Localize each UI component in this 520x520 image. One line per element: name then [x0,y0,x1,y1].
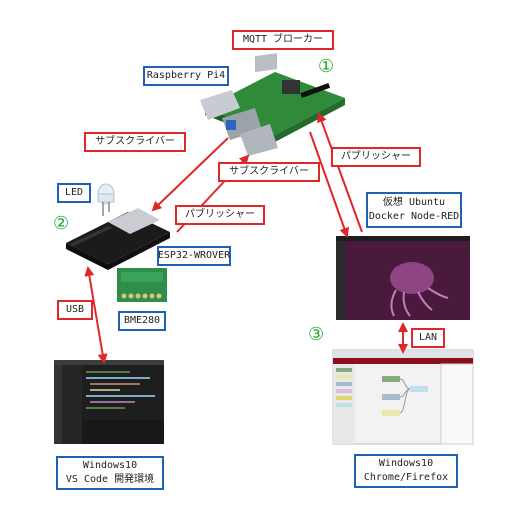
nodered-browser-screenshot [332,349,474,445]
label-esp32: ESP32-WROVER [157,246,231,266]
ubuntu-desktop-screenshot [336,236,470,320]
label-subscriber-left: サブスクライバー [84,132,186,152]
label-publisher-right: パブリッシャー [331,147,421,167]
label-publisher-mid: パブリッシャー [175,205,265,225]
label-led: LED [57,183,91,203]
esp32-board-image [66,208,170,270]
label-bme280: BME280 [118,311,166,331]
label-raspberry-pi: Raspberry Pi4 [143,66,229,86]
marker-two: ② [53,213,70,234]
label-usb: USB [57,300,93,320]
arrow-esp32-usb [84,266,108,364]
led-image [97,183,115,216]
label-vm-line2: Docker Node-RED [368,211,460,222]
label-broker: MQTT ブローカー [232,30,334,50]
label-vm-line1: 仮想 Ubuntu [382,197,446,208]
label-win-vscode: Windows10 VS Code 開発環境 [56,456,164,490]
label-lan: LAN [411,328,445,348]
vscode-screenshot [54,360,164,444]
arrow-vm-to-rpi [317,112,363,233]
arrow-rpi-to-esp32 [151,137,229,212]
raspberry-pi-board-image [200,53,345,156]
label-win-browser: Windows10 Chrome/Firefox [354,454,458,488]
label-win-browser-line2: Chrome/Firefox [363,472,449,483]
bme280-sensor-image [117,268,167,302]
label-win-vscode-line2: VS Code 開発環境 [65,474,155,485]
label-win-vscode-line1: Windows10 [82,460,138,471]
arrow-rpi-to-vm [309,131,350,238]
label-win-browser-line1: Windows10 [378,458,434,469]
marker-one: ① [318,56,335,77]
label-subscriber-mid: サブスクライバー [218,162,320,182]
label-vm: 仮想 Ubuntu Docker Node-RED [366,192,462,228]
marker-three: ③ [308,324,325,345]
